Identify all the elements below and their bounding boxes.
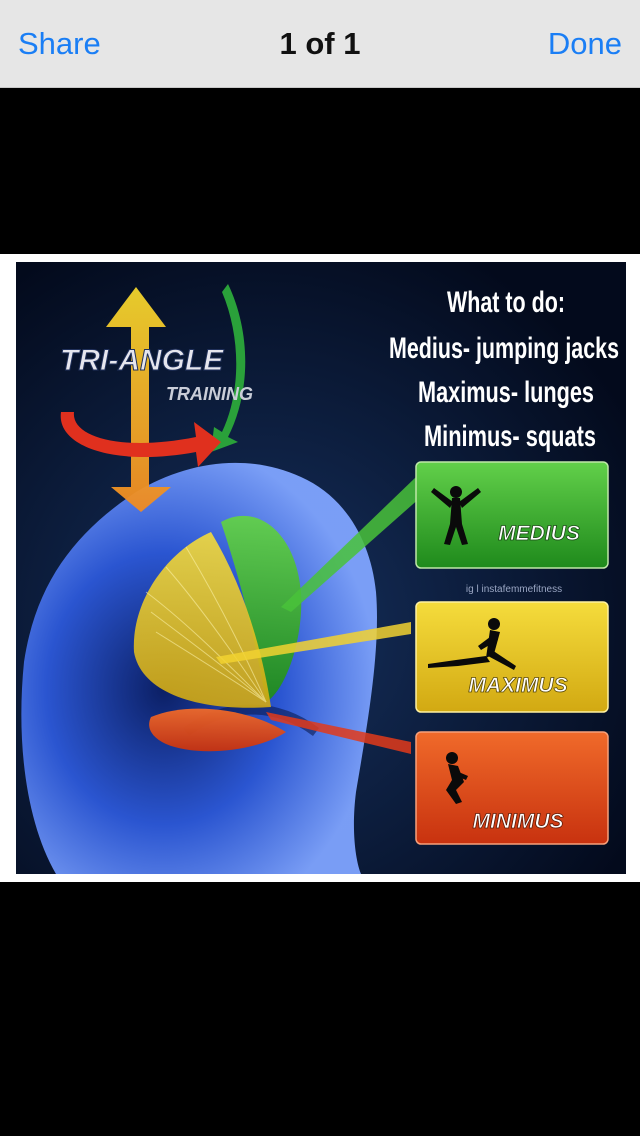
medius-card: MEDIUS: [415, 461, 609, 569]
todo-item-maximus: Maximus- lunges: [418, 376, 594, 409]
todo-item-medius: Medius- jumping jacks: [389, 332, 619, 365]
maximus-label: MAXIMUS: [468, 674, 567, 697]
medius-label: MEDIUS: [498, 522, 580, 545]
logo-subtitle: TRAINING: [166, 384, 253, 404]
infographic-illustration: TRI-ANGLE TRAINING What to do: Medius- j…: [16, 262, 626, 874]
watermark-text: ig l instafemmefitness: [466, 584, 562, 595]
photo-frame: TRI-ANGLE TRAINING What to do: Medius- j…: [0, 254, 640, 882]
lunge-figure-icon: [428, 618, 516, 670]
maximus-card: MAXIMUS: [415, 601, 609, 713]
photo-image[interactable]: TRI-ANGLE TRAINING What to do: Medius- j…: [16, 262, 626, 874]
logo-title: TRI-ANGLE: [60, 344, 224, 377]
squat-figure-icon: [446, 752, 468, 804]
medius-muscle: [221, 515, 302, 702]
triangle-arrows-icon: [60, 284, 246, 512]
todo-heading: What to do:: [447, 286, 565, 319]
share-button[interactable]: Share: [18, 26, 101, 61]
jumping-jacks-figure-icon: [431, 486, 481, 545]
done-button[interactable]: Done: [547, 26, 622, 61]
minimus-muscle: [149, 708, 286, 752]
minimus-label: MINIMUS: [473, 810, 564, 833]
maximus-muscle: [133, 532, 271, 708]
todo-item-minimus: Minimus- squats: [424, 420, 596, 453]
minimus-card: MINIMUS: [415, 731, 609, 845]
navigation-bar: Share 1 of 1 Done: [0, 0, 640, 88]
